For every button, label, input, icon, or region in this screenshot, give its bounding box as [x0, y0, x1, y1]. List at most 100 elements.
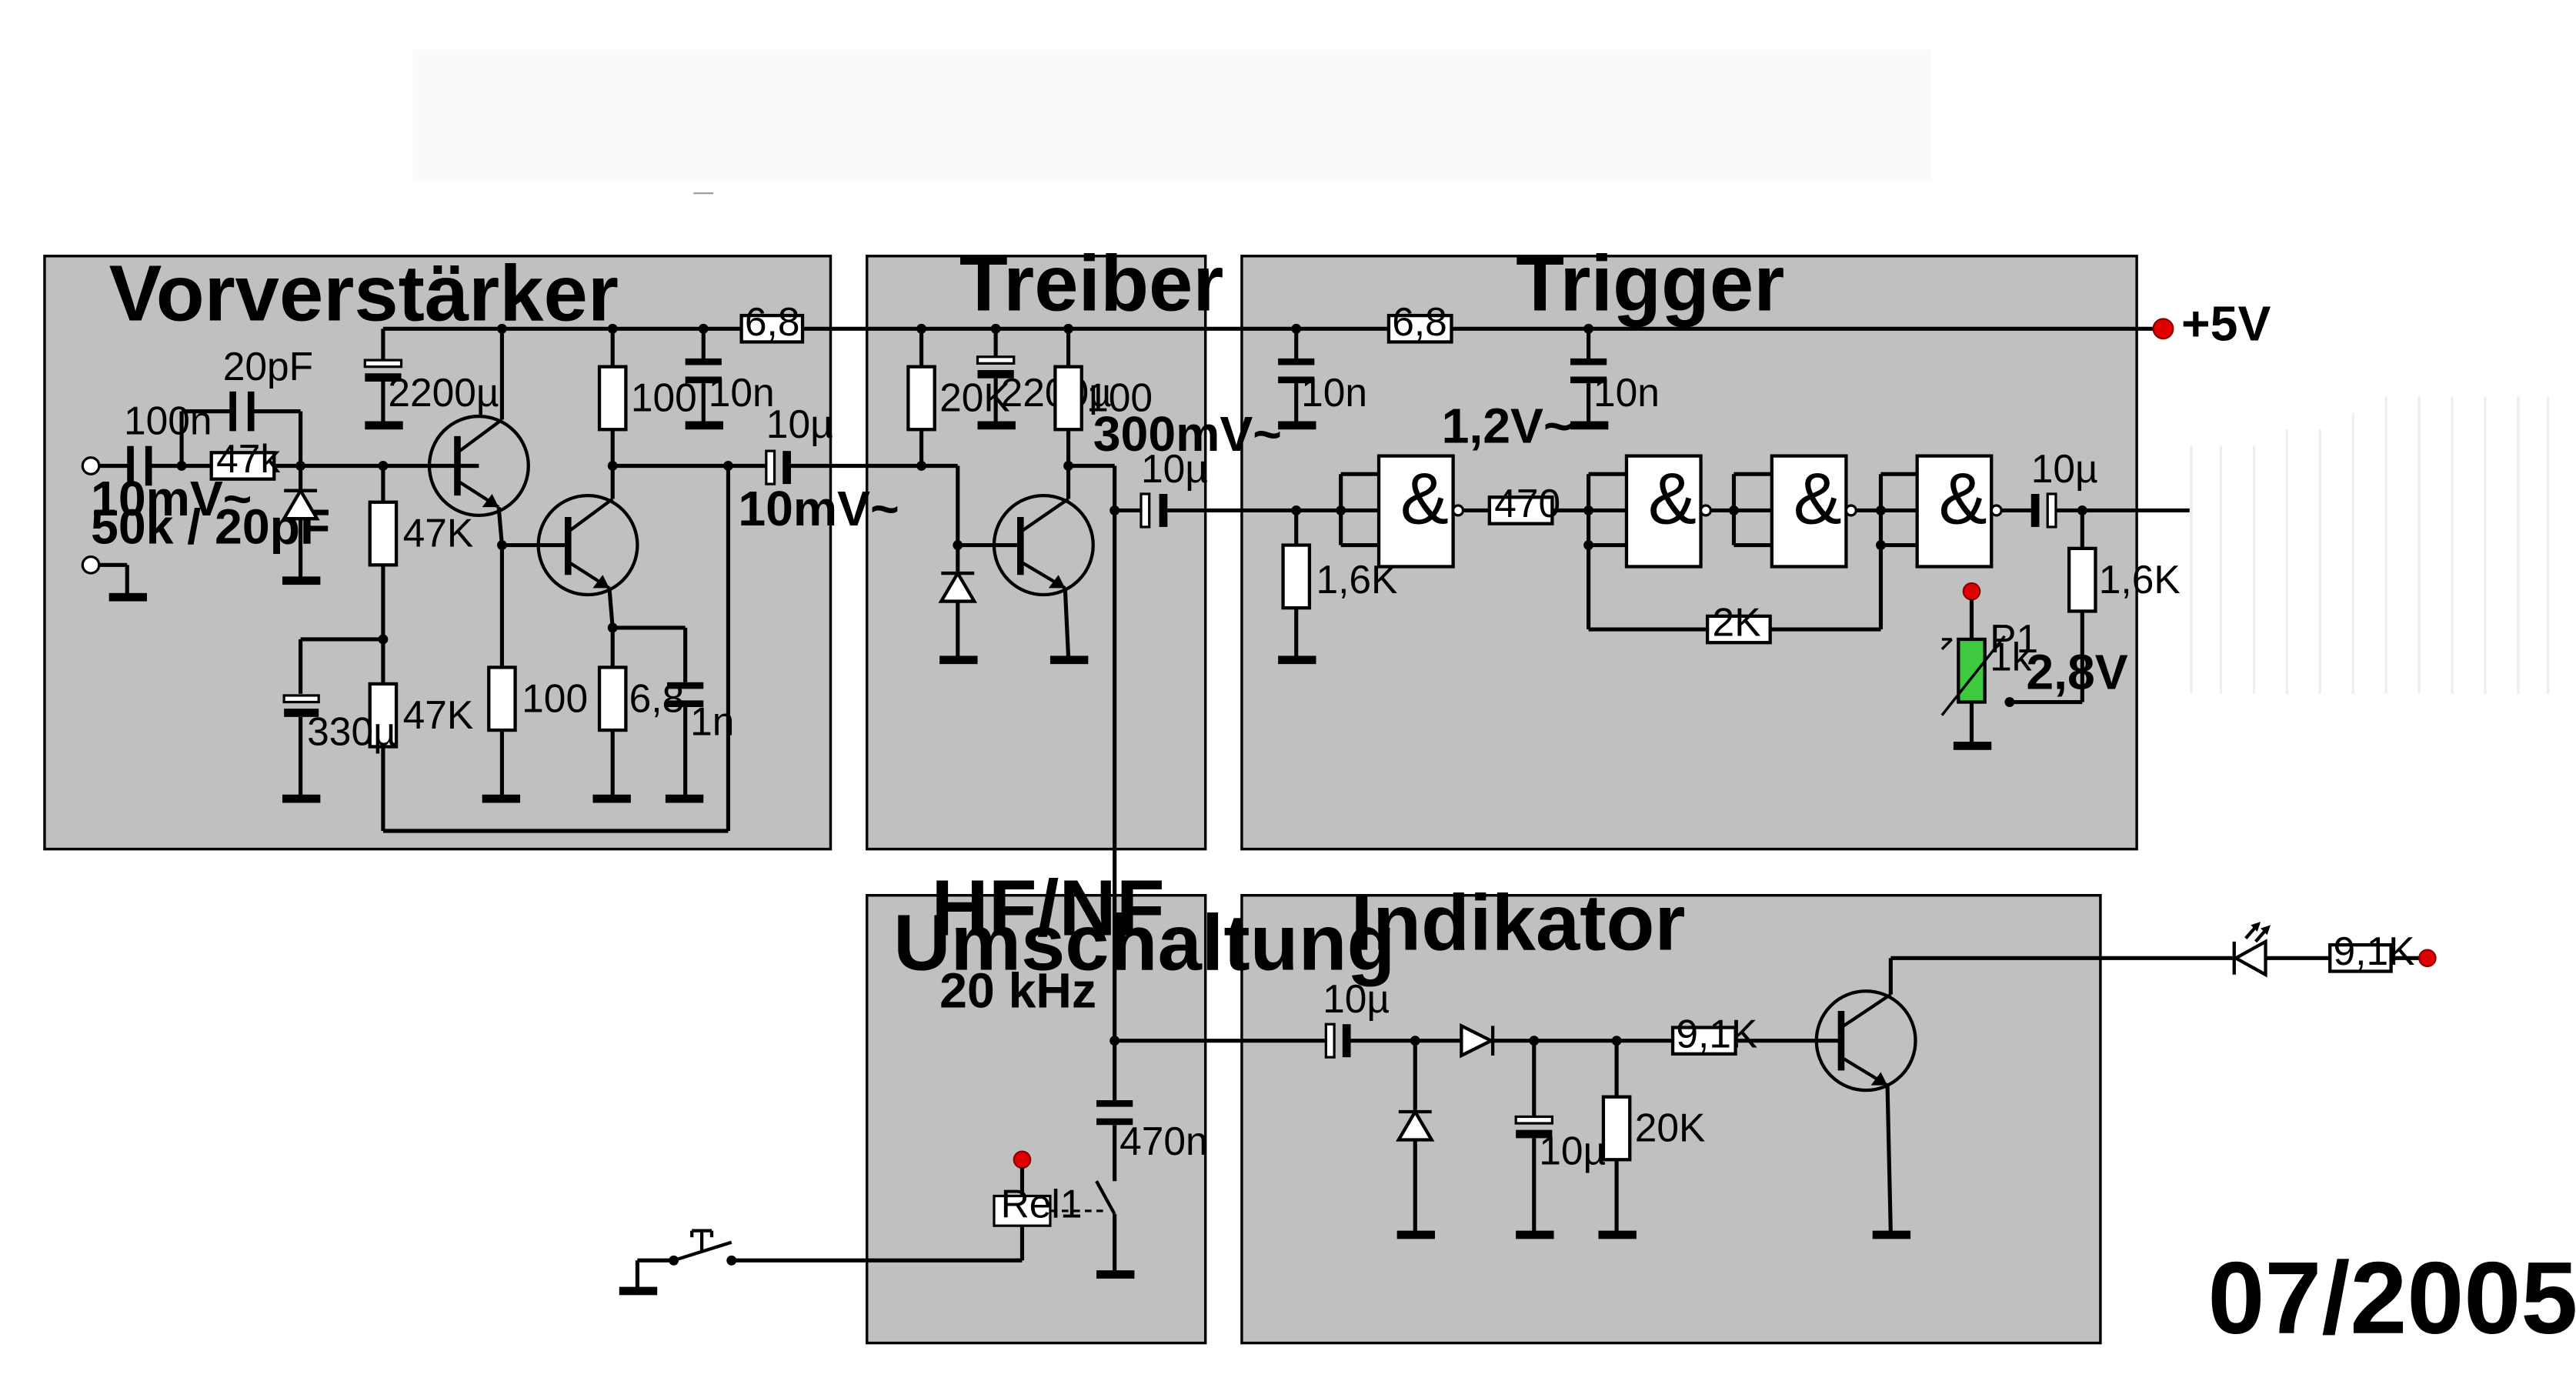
trigger-input-network — [1278, 472, 1380, 665]
pot-level: 2,8V — [2026, 644, 2127, 699]
capacitor-bulk-preamp — [363, 329, 403, 430]
label-r-q2-emitter: 6,8 — [629, 675, 685, 720]
title-indikator: Indikator — [1351, 879, 1686, 967]
label-pot-name: P1 — [1990, 616, 2038, 661]
capacitor-indicator-input — [1324, 1022, 1462, 1059]
gate-symbol-3: & — [1794, 459, 1842, 540]
resistor-hysteresis — [1588, 614, 1881, 645]
label-relay: Rel1 — [1001, 1181, 1083, 1226]
relay-rel1 — [731, 1150, 1052, 1263]
resistor-indicator-base — [1670, 1026, 1737, 1056]
driver-output-level: 300mV~ — [1093, 406, 1282, 462]
input-terminal — [81, 456, 101, 475]
diode-input-protection — [281, 465, 321, 585]
block-indikator — [1240, 894, 2102, 1345]
diode-indicator-shunt — [1396, 1036, 1436, 1239]
capacitor-decoupling-preamp — [685, 323, 724, 430]
label-r-driver-collector: 100 — [1086, 375, 1153, 420]
label-c-switch: 470n — [1119, 1119, 1208, 1163]
label-c-feedback: 20pF — [223, 344, 313, 389]
block-treiber — [866, 255, 1207, 851]
resistor-indicator-load — [1598, 1036, 1637, 1239]
label-c-indicator-input: 10µ — [1323, 976, 1390, 1021]
capacitor-indicator-storage — [1514, 1036, 1554, 1239]
label-c-output: 10µ — [2031, 446, 2098, 491]
resistor-supply-trigger — [1386, 313, 1453, 344]
switch-network — [1049, 1036, 1326, 1279]
label-pot-value: 1k — [1990, 635, 2032, 679]
label-c-coupling-2: 10µ — [1141, 446, 1208, 491]
diode-indicator-series — [1460, 1022, 1673, 1059]
nand-gate-2 — [1583, 454, 1772, 630]
right-edge-artefacts — [2190, 396, 2550, 694]
label-c-indicator-storage: 10µ — [1539, 1129, 1606, 1173]
label-r-output: 1,6K — [2099, 557, 2181, 602]
hfnf-frequency: 20 kHz — [939, 963, 1096, 1019]
resistor-q2-collector — [597, 323, 766, 832]
transistor-q1 — [427, 323, 569, 803]
faded-title-area — [412, 49, 1932, 182]
nand-gate-1 — [1376, 454, 1465, 569]
input-level: 10mV~ — [91, 471, 252, 526]
trigger-input-level: 1,2V~ — [1442, 398, 1573, 453]
label-c-input: 100n — [124, 399, 212, 443]
driver-bias — [906, 323, 1019, 665]
gate-symbol-2: & — [1648, 459, 1697, 540]
resistor-led — [2328, 943, 2393, 973]
label-r-indicator-load: 20K — [1635, 1106, 1706, 1150]
block-hfnf-umschaltung — [866, 894, 1207, 1345]
title-trigger: Trigger — [1516, 239, 1784, 328]
transistor-indicator — [1814, 956, 2233, 1239]
preamp-output-level: 10mV~ — [738, 481, 899, 536]
label-c-decoupling-trigger-1: 10n — [1301, 370, 1367, 415]
block-vorverstaerker — [43, 255, 833, 851]
label-c-decoupling-trigger-2: 10n — [1593, 370, 1660, 415]
nand-gate-4 — [1876, 454, 2031, 630]
relay-contact — [1095, 1180, 1116, 1216]
potentiometer-p1 — [1940, 582, 2015, 750]
label-c-coupling-1: 10µ — [766, 402, 833, 446]
label-r-supply-trigger: 6,8 — [1392, 299, 1447, 344]
label-r-bias-bot: 47K — [403, 692, 474, 737]
gate-symbol-1: & — [1400, 459, 1449, 540]
label-r-led: 9,1K — [2334, 929, 2415, 973]
title-hfnf-line1: HF/NF — [931, 863, 1164, 952]
label-r-supply-pre: 6,8 — [745, 299, 800, 344]
label-r-hysteresis: 2K — [1713, 600, 1761, 645]
input-section — [81, 391, 479, 602]
gate-symbol-4: & — [1939, 459, 1987, 540]
supply-rail — [382, 318, 2174, 340]
label-r-bias-top: 47K — [403, 511, 474, 555]
title-vorverstaerker: Vorverstärker — [109, 249, 619, 338]
title-hfnf-line2: Umschaltung — [893, 898, 1395, 986]
label-c-decoupling-preamp: 10n — [709, 370, 775, 415]
transistor-q2 — [536, 465, 704, 803]
led-indicator — [2232, 922, 2437, 978]
capacitor-decoupling-trigger-2 — [1570, 323, 1609, 430]
label-r-gate: 470 — [1494, 481, 1560, 525]
capacitor-bulk-driver — [976, 323, 1016, 430]
title-treiber: Treiber — [959, 239, 1223, 328]
label-r-feedback: 47k — [216, 436, 280, 481]
capacitor-output — [2009, 492, 2190, 705]
pushbutton-switch[interactable] — [619, 1229, 737, 1296]
capacitor-coupling-1 — [765, 449, 958, 485]
label-r-driver-base: 20K — [939, 375, 1010, 420]
nand-gate-3 — [1729, 454, 1917, 569]
supply-label: +5V — [2181, 295, 2271, 351]
resistor-supply-pre — [739, 313, 805, 344]
label-r-indicator-base: 9,1K — [1676, 1011, 1757, 1056]
resistor-gate — [1487, 495, 1554, 525]
input-ground-terminal — [81, 555, 101, 575]
bias-divider — [282, 465, 729, 833]
supply-terminal — [2152, 318, 2174, 340]
capacitor-decoupling-trigger-1 — [1278, 323, 1316, 430]
resistor-feedback — [209, 451, 276, 481]
label-c-bias: 330µ — [307, 709, 396, 753]
capacitor-bias — [282, 694, 320, 704]
transistor-q3 — [992, 323, 1120, 1041]
date-label: 07/2005 — [2207, 1242, 2576, 1356]
label-c-bulk-preamp: 2200µ — [388, 370, 499, 415]
